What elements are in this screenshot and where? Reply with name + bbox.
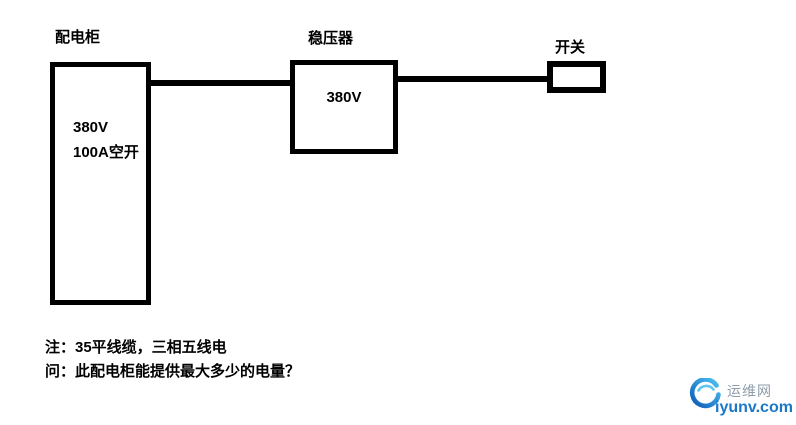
cabinet-breaker: 100A空开 — [73, 144, 139, 161]
stabilizer-label: 稳压器 — [308, 30, 354, 47]
watermark-logo: 运维网 iyunv.com — [688, 374, 793, 422]
stabilizer-box: 380V — [290, 60, 398, 154]
wire-stabilizer-to-switch — [395, 76, 551, 82]
switch-label: 开关 — [555, 39, 586, 56]
watermark-site-name: 运维网 — [727, 383, 772, 399]
stabilizer-voltage: 380V — [326, 89, 362, 106]
switch-box — [547, 61, 606, 93]
watermark-domain: iyunv.com — [715, 399, 793, 416]
circle-swoosh-icon — [690, 378, 721, 409]
cabinet-specs: 380V 100A空开 — [73, 115, 139, 165]
cabinet-voltage: 380V — [73, 119, 109, 136]
question-text: 问：此配电柜能提供最大多少的电量？ — [45, 363, 301, 380]
cabinet-label: 配电柜 — [55, 29, 101, 46]
note-text: 注：35平线缆，三相五线电 — [45, 339, 227, 356]
wire-cabinet-to-stabilizer — [148, 80, 295, 86]
cabinet-box: 380V 100A空开 — [50, 62, 151, 305]
